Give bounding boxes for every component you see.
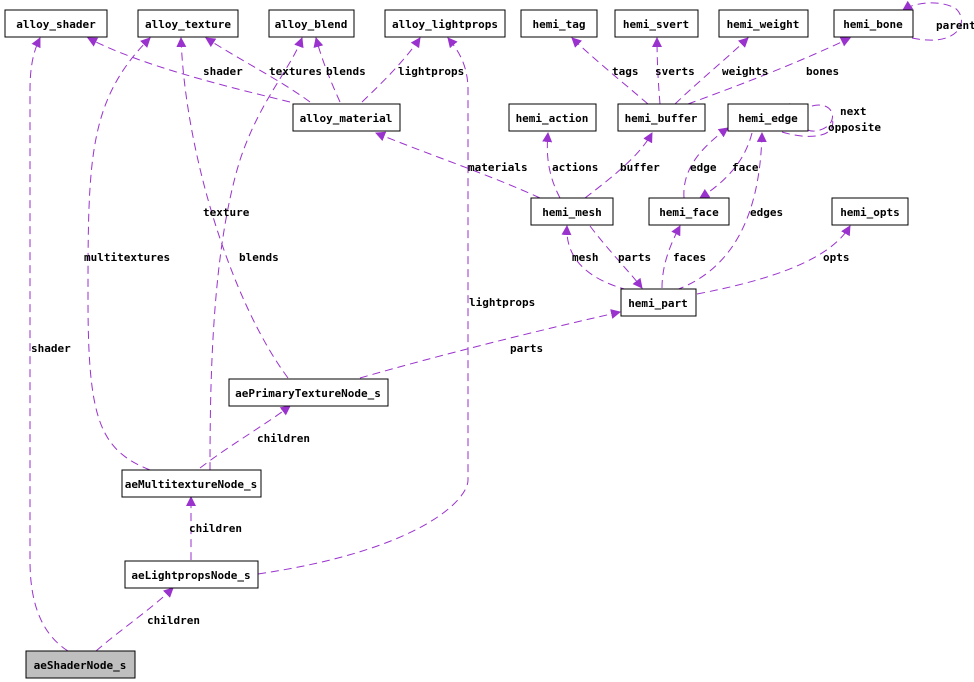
nodes: alloy_shader alloy_texture alloy_blend a… xyxy=(4,9,914,679)
edge-label-mesh: mesh xyxy=(572,251,599,264)
node-ae-primary-texture-node[interactable]: aePrimaryTextureNode_s xyxy=(228,378,389,407)
edge-buffer-svert xyxy=(652,37,663,105)
node-ae-multitexture-node[interactable]: aeMultitextureNode_s xyxy=(121,469,262,498)
edge-material-lightprops xyxy=(361,37,421,103)
edge-label-shader: shader xyxy=(203,65,243,78)
edge-label-bones: bones xyxy=(806,65,839,78)
edge-label-lightprops: lightprops xyxy=(398,65,464,78)
edge-multi-texture xyxy=(87,37,151,471)
edge-shader-alloy-shader xyxy=(29,37,69,652)
edge-label-blends-mid: blends xyxy=(239,251,279,264)
node-hemi-bone[interactable]: hemi_bone xyxy=(833,9,914,38)
edge-mesh-action xyxy=(542,132,561,199)
edge-face-edge xyxy=(683,127,729,199)
node-label: hemi_face xyxy=(659,206,719,219)
node-hemi-part[interactable]: hemi_part xyxy=(620,288,697,317)
edge-label-parent: parent xyxy=(936,19,974,32)
node-label: hemi_tag xyxy=(533,18,586,31)
edge-part-face xyxy=(661,225,681,289)
edge-label-children-multi: children xyxy=(189,522,242,535)
node-label: alloy_lightprops xyxy=(392,18,498,31)
edge-label-edge: edge xyxy=(690,161,717,174)
node-hemi-svert[interactable]: hemi_svert xyxy=(614,9,699,38)
edge-light-lightprops xyxy=(257,37,469,575)
node-label: hemi_svert xyxy=(623,18,689,31)
node-hemi-edge[interactable]: hemi_edge xyxy=(727,103,809,132)
node-hemi-tag[interactable]: hemi_tag xyxy=(520,9,598,38)
node-alloy-lightprops[interactable]: alloy_lightprops xyxy=(384,9,506,38)
edge-multi-blend xyxy=(209,37,304,471)
edge-label-shader-left: shader xyxy=(31,342,71,355)
node-hemi-buffer[interactable]: hemi_buffer xyxy=(617,103,706,132)
edge-label-weights: weights xyxy=(722,65,768,78)
edge-label-materials: materials xyxy=(468,161,528,174)
node-alloy-material[interactable]: alloy_material xyxy=(292,103,401,132)
edge-label-texture: texture xyxy=(203,206,250,219)
node-hemi-action[interactable]: hemi_action xyxy=(508,103,597,132)
edge-part-edges xyxy=(675,132,767,291)
node-label: hemi_mesh xyxy=(542,206,602,219)
edge-label-buffer: buffer xyxy=(620,161,660,174)
node-hemi-opts[interactable]: hemi_opts xyxy=(831,197,909,226)
edge-edge-face xyxy=(699,132,753,199)
edge-label-children-light: children xyxy=(147,614,200,627)
edge-label-tags: tags xyxy=(612,65,639,78)
node-label: hemi_opts xyxy=(840,206,900,219)
edge-label-multitextures: multitextures xyxy=(84,251,170,264)
node-alloy-blend[interactable]: alloy_blend xyxy=(268,9,355,38)
edge-label-blends: blends xyxy=(326,65,366,78)
edge-material-shader xyxy=(87,37,291,103)
edge-label-opposite: opposite xyxy=(828,121,881,134)
node-label: aeShaderNode_s xyxy=(34,659,127,672)
node-label: aePrimaryTextureNode_s xyxy=(235,387,381,400)
node-ae-shader-node[interactable]: aeShaderNode_s xyxy=(25,650,136,679)
node-label: alloy_blend xyxy=(275,18,348,31)
node-alloy-shader[interactable]: alloy_shader xyxy=(4,9,108,38)
edge-label-opts: opts xyxy=(823,251,850,264)
node-label: alloy_texture xyxy=(145,18,231,31)
edge-mesh-part xyxy=(589,225,643,289)
edge-edge-next xyxy=(786,103,833,132)
node-hemi-face[interactable]: hemi_face xyxy=(648,197,730,226)
node-label: hemi_part xyxy=(628,297,688,310)
edge-mesh-material xyxy=(375,131,541,199)
edge-primary-parts xyxy=(359,309,621,379)
edge-label-parts-top: parts xyxy=(618,251,651,264)
edge-label-lightprops-mid: lightprops xyxy=(469,296,535,309)
node-ae-lightprops-node[interactable]: aeLightpropsNode_s xyxy=(124,560,259,589)
node-label: hemi_edge xyxy=(738,112,798,125)
edge-bone-parent xyxy=(902,0,962,41)
edge-label-textures: textures xyxy=(269,65,322,78)
node-label: aeLightpropsNode_s xyxy=(131,569,250,582)
edge-label-face: face xyxy=(732,161,759,174)
edge-multi-primary xyxy=(199,405,291,469)
edge-label-next: next xyxy=(840,105,867,118)
edges xyxy=(29,0,962,652)
node-hemi-weight[interactable]: hemi_weight xyxy=(718,9,809,38)
node-label: aeMultitextureNode_s xyxy=(125,478,257,491)
edge-buffer-tag xyxy=(571,37,649,105)
node-label: hemi_bone xyxy=(843,18,903,31)
edge-label-faces: faces xyxy=(673,251,706,264)
node-alloy-texture[interactable]: alloy_texture xyxy=(137,9,239,38)
edge-material-texture xyxy=(205,37,311,103)
edge-label-edges: edges xyxy=(750,206,783,219)
edge-primary-texture xyxy=(176,37,289,379)
edge-edge-opposite xyxy=(781,117,834,137)
node-label: hemi_action xyxy=(516,112,589,125)
node-hemi-mesh[interactable]: hemi_mesh xyxy=(530,197,614,226)
edge-labels: parent shader textures blends lightprops… xyxy=(31,19,974,627)
node-label: hemi_buffer xyxy=(625,112,698,125)
node-label: alloy_shader xyxy=(16,18,96,31)
node-label: hemi_weight xyxy=(727,18,800,31)
edge-buffer-bone xyxy=(687,37,851,105)
edge-label-parts-mid: parts xyxy=(510,342,543,355)
edge-label-children-primary: children xyxy=(257,432,310,445)
edge-label-sverts: sverts xyxy=(655,65,695,78)
edge-part-opts xyxy=(696,225,851,295)
edge-material-blend xyxy=(313,37,341,103)
node-label: alloy_material xyxy=(300,112,393,125)
edge-label-actions: actions xyxy=(552,161,598,174)
